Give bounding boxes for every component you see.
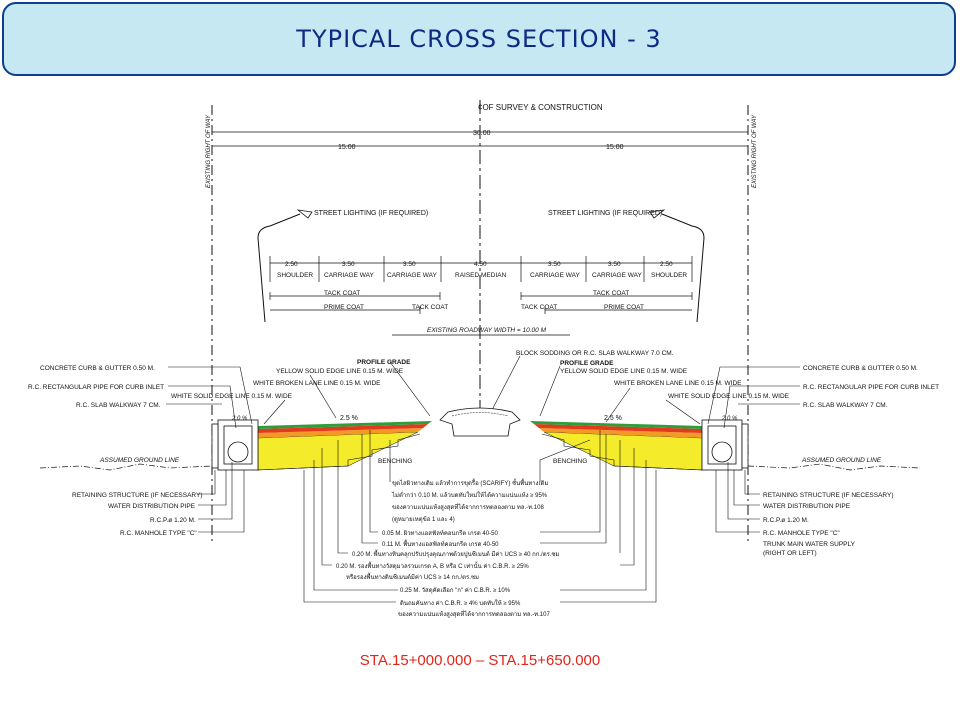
street-light-right-lamp [649,209,666,219]
ground-line-left [39,463,213,471]
lane-label-5: CARRIAGE WAY [530,272,581,279]
left-label-curb: CONCRETE CURB & GUTTER 0.50 M. [40,365,155,372]
lane-width-7: 2.50 [660,261,673,268]
layer-note-8: 0.20 M. รองพื้นทางวัสดุมวลรวมเกรด A, B ห… [336,560,529,570]
surface-left [258,421,432,429]
lane-width-6: 3.50 [608,261,621,268]
tack-coat-right-2: TACK COAT [521,304,557,311]
right-bottom-rcp: R.C.P.ø 1.20 M. [763,517,809,524]
prime-coat-left: PRIME COAT [324,304,364,311]
layer-leaders [303,430,657,603]
layer-note-9: หรือรองพื้นทางดินซีเมนต์มีค่า UCS ≥ 14 ก… [346,571,479,581]
drainage-left [211,419,259,471]
right-bottom-trunk-note: (RIGHT OR LEFT) [763,550,817,557]
layer-note-6: 0.11 M. พื้นทางแอสฟัลท์คอนกรีต เกรด 40-5… [382,538,499,548]
yellow-edge-right: YELLOW SOLID EDGE LINE 0.15 M. WIDE [560,368,688,375]
drainage-right [701,419,749,471]
lane-width-3: 3.50 [403,261,416,268]
lane-label-7: SHOULDER [651,272,687,279]
right-bottom-retaining: RETAINING STRUCTURE (IF NECESSARY) [763,492,894,499]
white-broken-left: WHITE BROKEN LANE LINE 0.15 M. WIDE [253,380,381,387]
street-light-left [257,213,301,323]
left-bottom-rcp: R.C.P.ø 1.20 M. [150,517,196,524]
lane-width-2: 3.50 [342,261,355,268]
benching-left [257,433,421,471]
lane-label-4: RAISED MEDIAN [455,272,507,279]
profile-grade-left: PROFILE GRADE [357,359,411,366]
lane-ticks [269,256,693,282]
binder-left [258,424,428,433]
base-left [258,428,423,438]
white-edge-right: WHITE SOLID EDGE LINE 0.15 M. WIDE [668,393,790,400]
lane-label-1: SHOULDER [277,272,313,279]
left-bottom-manhole: R.C. MANHOLE TYPE "C" [120,530,197,537]
lane-width-4: 4.50 [474,261,487,268]
existing-roadway-label: EXISTING ROADWAY WIDTH = 10.00 M [427,327,547,334]
right-label-walkway: R.C. SLAB WALKWAY 7 CM. [803,402,888,409]
ground-line-label-right: ASSUMED GROUND LINE [801,457,882,464]
profile-grade-right: PROFILE GRADE [560,360,614,367]
row-label-right: EXISTING RIGHT OF WAY [752,114,758,188]
curb-slope-left: 2.0 % [231,416,248,422]
left-label-pipe: R.C. RECTANGULAR PIPE FOR CURB INLET [28,384,164,391]
right-bottom-manhole: R.C. MANHOLE TYPE "C" [763,530,840,537]
left-bottom-retaining: RETAINING STRUCTURE (IF NECESSARY) [72,492,203,499]
street-light-label-left: STREET LIGHTING (IF REQUIRED) [314,210,428,217]
dim-total: 30.00 [473,130,491,137]
right-label-pipe: R.C. RECTANGULAR PIPE FOR CURB INLET [803,384,939,391]
ground-line-right [747,463,921,471]
layer-note-4: (ดูหมายเหตุข้อ 1 และ 4) [392,516,455,523]
row-label-left: EXISTING RIGHT OF WAY [206,114,212,188]
layer-note-2: ไม่ต่ำกว่า 0.10 M. แล้วบดทับใหม่ให้ได้คว… [391,491,548,499]
tack-coat-right: TACK COAT [593,290,629,297]
layer-note-7: 0.20 M. พื้นทางหินคลุกปรับปรุงคุณภาพด้วย… [352,548,560,558]
left-label-walkway: R.C. SLAB WALKWAY 7 CM. [76,402,161,409]
layer-note-1: ขุดไสผิวทางเดิม แล้วทำการขุดรื้อ (SCARIF… [392,477,548,487]
street-light-right [661,213,705,323]
page-title: TYPICAL CROSS SECTION - 3 [296,25,662,53]
layer-note-11: ดินถมคันทาง ค่า C.B.R. ≥ 4% บดทับให้ ≥ 9… [400,599,521,607]
right-label-curb: CONCRETE CURB & GUTTER 0.50 M. [803,365,918,372]
dim-half-left: 15.00 [338,144,356,151]
raised-median [439,407,521,437]
block-sodding-label: BLOCK SODDING OR R.C. SLAB WALKWAY 7.0 C… [516,350,674,357]
layer-note-10: 0.25 M. วัสดุคัดเลือก "ก" ค่า C.B.R. ≥ 1… [400,586,511,594]
layer-note-3: ของความแน่นแห้งสูงสุดที่ได้จากการทดลองตา… [392,503,544,511]
lane-label-6: CARRIAGE WAY [592,272,643,279]
slope-left: 2.5 % [340,415,358,422]
benching-right [541,433,703,471]
benching-label-right: BENCHING [553,458,587,465]
slope-right: 2.5 % [604,415,622,422]
yellow-edge-left: YELLOW SOLID EDGE LINE 0.15 M. WIDE [276,368,404,375]
prime-coat-right: PRIME COAT [604,304,644,311]
white-edge-left: WHITE SOLID EDGE LINE 0.15 M. WIDE [171,393,293,400]
lane-width-1: 2.50 [285,261,298,268]
centerline-label: ¢OF SURVEY & CONSTRUCTION [478,103,603,112]
title-bar: TYPICAL CROSS SECTION - 3 [2,2,956,76]
right-bottom-trunk: TRUNK MAIN WATER SUPPLY [763,541,856,548]
lane-width-5: 3.50 [548,261,561,268]
curb-slope-right: 2.0 % [721,416,738,422]
benching-label-left: BENCHING [378,458,412,465]
street-light-left-lamp [296,209,313,219]
tack-coat-left-2: TACK COAT [412,304,448,311]
binder-right [534,424,702,433]
surface-right [530,421,702,429]
layer-note-12: ของความแน่นแห้งสูงสุดที่ได้จากการทดลองตา… [398,610,550,618]
station-range: STA.15+000.000 – STA.15+650.000 [359,652,601,669]
base-right [539,428,702,438]
layer-note-5: 0.05 M. ผิวทางแอสฟัลท์คอนกรีต เกรด 40-50 [382,529,498,537]
lane-label-2: CARRIAGE WAY [324,272,375,279]
street-light-label-right: STREET LIGHTING (IF REQUIRED) [548,210,662,217]
lane-label-3: CARRIAGE WAY [387,272,438,279]
right-bottom-water: WATER DISTRIBUTION PIPE [763,503,851,510]
tack-coat-left: TACK COAT [324,290,360,297]
white-broken-right: WHITE BROKEN LANE LINE 0.15 M. WIDE [614,380,742,387]
dim-half-right: 15.00 [606,144,624,151]
ground-line-label-left: ASSUMED GROUND LINE [99,457,180,464]
left-bottom-water: WATER DISTRIBUTION PIPE [108,503,196,510]
